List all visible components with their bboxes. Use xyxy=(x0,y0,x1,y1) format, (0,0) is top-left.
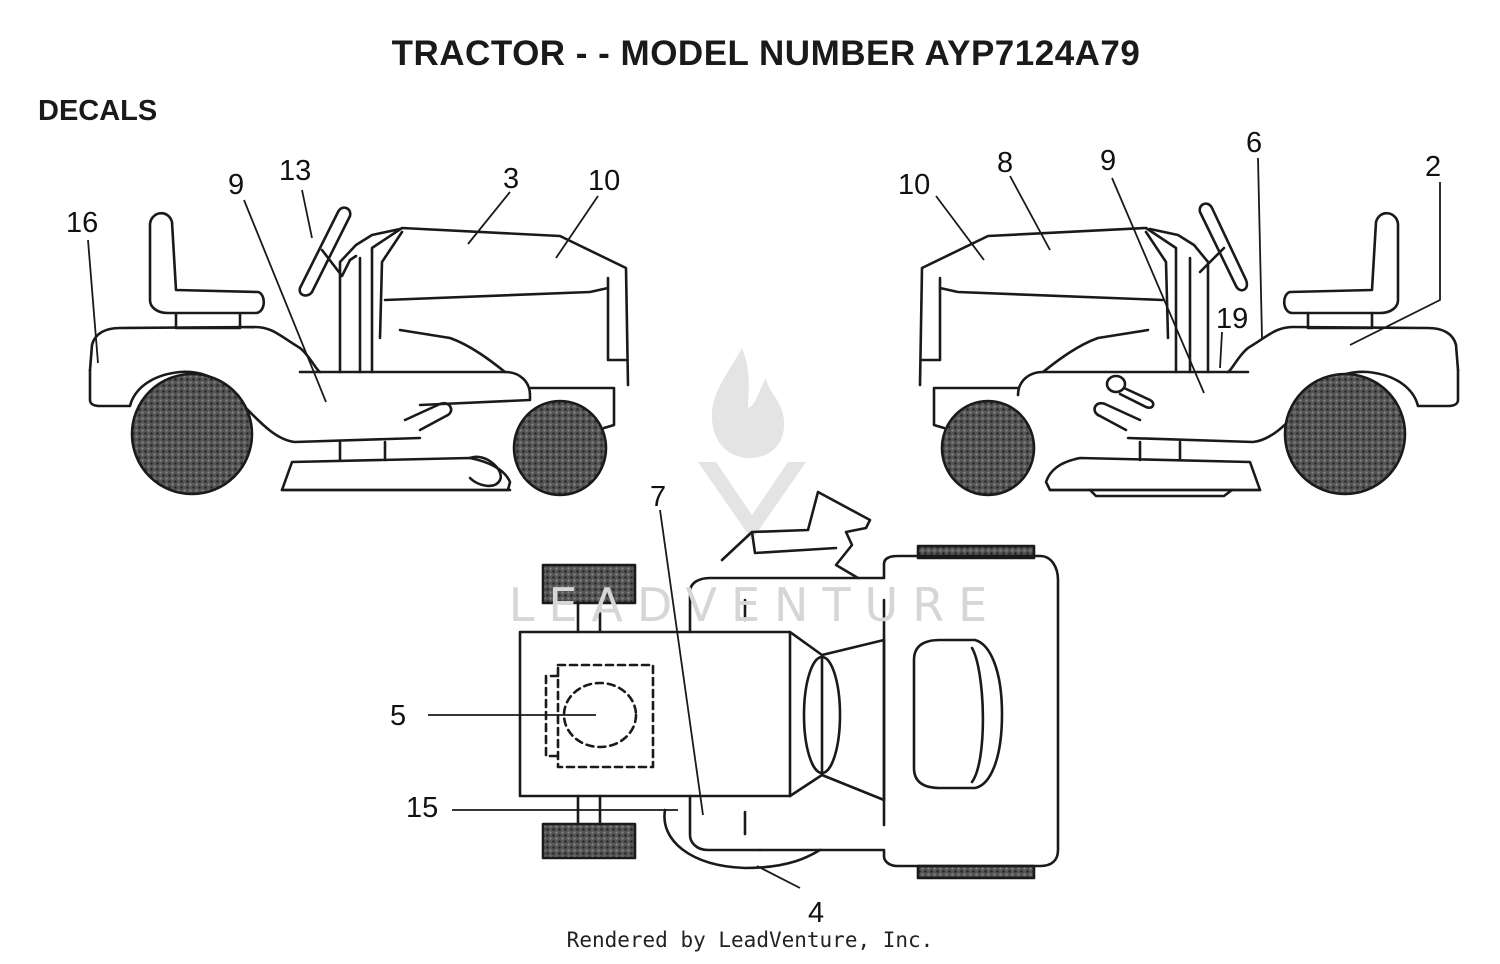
callout-leader-lines xyxy=(87,157,1441,889)
footer-credit: Rendered by LeadVenture, Inc. xyxy=(566,928,934,952)
callout-7: 7 xyxy=(650,481,666,513)
callout-19: 19 xyxy=(1216,303,1248,335)
callout-15: 15 xyxy=(406,792,438,824)
callout-numbers: 16 9 13 3 10 10 8 9 6 2 19 7 5 15 4 xyxy=(66,127,1441,929)
callout-9-left: 9 xyxy=(228,169,244,201)
callout-2: 2 xyxy=(1425,151,1441,183)
page-title: TRACTOR - - MODEL NUMBER AYP7124A79 xyxy=(391,34,1141,73)
watermark-text: LEADVENTURE xyxy=(508,578,1002,632)
tractor-right-side-view xyxy=(918,202,1460,498)
callout-10-left: 10 xyxy=(588,165,620,197)
callout-8: 8 xyxy=(997,147,1013,179)
tractor-left-side-view xyxy=(88,206,630,497)
callout-6: 6 xyxy=(1246,127,1262,159)
callout-13: 13 xyxy=(279,155,311,187)
leadventure-logo-watermark xyxy=(698,348,806,540)
callout-3: 3 xyxy=(503,163,519,195)
callout-10-right: 10 xyxy=(898,169,930,201)
callout-16: 16 xyxy=(66,207,98,239)
callout-4: 4 xyxy=(808,897,824,929)
callout-9-right: 9 xyxy=(1100,145,1116,177)
callout-5: 5 xyxy=(390,700,406,732)
section-heading: DECALS xyxy=(38,95,158,127)
tractor-top-view xyxy=(518,490,1060,880)
